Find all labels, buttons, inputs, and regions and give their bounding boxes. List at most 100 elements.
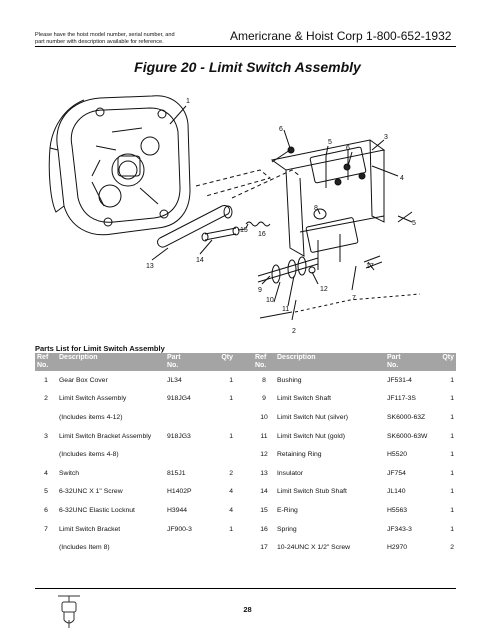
- cell-desc: Limit Switch Stub Shaft: [277, 488, 347, 496]
- cell-desc: E-Ring: [277, 506, 298, 514]
- cell-desc: Bushing: [277, 376, 302, 384]
- callout-7: 7: [352, 295, 356, 302]
- cell-qty: 1: [450, 395, 454, 403]
- callout-3: 3: [384, 134, 388, 141]
- cell-qty: 1: [450, 469, 454, 477]
- cell-part: [165, 408, 215, 427]
- cell-qty: 4: [229, 488, 233, 496]
- cell-part: JL34: [167, 376, 182, 384]
- callout-15: 15: [240, 227, 248, 234]
- cell-gap: [235, 483, 253, 502]
- cell-qty: 2: [229, 469, 233, 477]
- cell-part: JL140: [387, 488, 406, 496]
- cell-desc: Limit Switch Nut (silver): [277, 413, 348, 421]
- cell-desc: (Includes Item 8): [59, 544, 110, 552]
- limit-switch-shaft: [257, 256, 319, 284]
- hoist-logo-icon: [58, 595, 80, 628]
- cell-desc: Spring: [277, 525, 297, 533]
- cell-ref: 2: [44, 395, 48, 403]
- cell-desc: Retaining Ring: [277, 451, 322, 459]
- callout-5b: 5: [412, 220, 416, 227]
- cell-gap: [235, 520, 253, 539]
- spring: [245, 221, 271, 227]
- cell-ref: [35, 538, 57, 557]
- cell-part: JF343-3: [387, 525, 412, 533]
- cell-ref: 12: [260, 451, 268, 459]
- cell-part: JF900-3: [167, 525, 192, 533]
- callout-16: 16: [258, 231, 266, 238]
- cell-ref: 9: [262, 395, 266, 403]
- cell-ref: 15: [260, 506, 268, 514]
- header-qty: Qty: [435, 353, 456, 371]
- callout-9: 9: [258, 287, 262, 294]
- cell-desc: (Includes items 4-8): [59, 451, 119, 459]
- parts-list-title: Parts List for Limit Switch Assembly: [35, 344, 165, 353]
- cell-qty: 1: [450, 506, 454, 514]
- header-note: Please have the hoist model number, seri…: [35, 32, 235, 46]
- callout-6a: 6: [279, 126, 283, 133]
- cell-qty: 1: [229, 376, 233, 384]
- cell-qty: 2: [450, 544, 454, 552]
- page-number: 28: [243, 605, 252, 614]
- bushing: [313, 208, 327, 220]
- cell-qty: 1: [450, 488, 454, 496]
- callout-2: 2: [292, 328, 296, 335]
- cell-part: H3944: [167, 506, 188, 514]
- cell-qty: 1: [450, 451, 454, 459]
- cell-qty: 1: [450, 413, 454, 421]
- cell-part: H5520: [387, 451, 408, 459]
- cell-part: 918JG3: [167, 432, 191, 440]
- cell-part: JF754: [387, 469, 406, 477]
- table-row: (Includes Item 8) 17 10-24UNC X 1/2" Screw…: [35, 538, 456, 557]
- cell-ref: 11: [260, 432, 268, 440]
- callout-10: 10: [266, 297, 274, 304]
- callout-1: 1: [186, 98, 190, 105]
- cell-qty: 4: [229, 506, 233, 514]
- cell-desc: 10-24UNC X 1/2" Screw: [277, 544, 351, 552]
- cell-ref: [35, 408, 57, 427]
- cell-ref: 4: [44, 469, 48, 477]
- cell-qty: [215, 445, 235, 464]
- cell-part: SK6000-63W: [387, 432, 428, 440]
- cell-qty: [215, 538, 235, 557]
- footer-divider: [35, 588, 456, 589]
- cell-ref: 10: [260, 413, 268, 421]
- cell-qty: 1: [229, 395, 233, 403]
- cell-qty: [215, 408, 235, 427]
- header-description: Description: [57, 353, 165, 371]
- callout-13: 13: [146, 263, 154, 270]
- callout-17: 17: [366, 263, 374, 270]
- cell-qty: 1: [229, 525, 233, 533]
- figure-title: Figure 20 - Limit Switch Assembly: [134, 59, 361, 75]
- cell-ref: 3: [44, 432, 48, 440]
- cell-ref: [35, 445, 57, 464]
- cell-part: 918JG4: [167, 395, 191, 403]
- cell-ref: 17: [260, 544, 268, 552]
- e-ring: [223, 205, 233, 219]
- gear-box-cover: [48, 95, 191, 236]
- header-divider: [35, 46, 456, 47]
- cell-qty: 1: [229, 432, 233, 440]
- cell-desc: Limit Switch Bracket: [59, 525, 121, 533]
- callout-5a: 5: [328, 139, 332, 146]
- cell-gap: [235, 427, 253, 446]
- callout-12: 12: [320, 286, 328, 293]
- cell-part: [165, 445, 215, 464]
- limit-switch-assembly-diagram: 1 2 3 4 5 5 6 6 7 8 9 10 11 12 13 14 15 …: [48, 95, 421, 335]
- cell-ref: 7: [44, 525, 48, 533]
- cell-gap: [235, 408, 253, 427]
- stub-shaft: [201, 226, 247, 242]
- callout-4: 4: [400, 175, 404, 182]
- cell-part: SK6000-63Z: [387, 413, 426, 421]
